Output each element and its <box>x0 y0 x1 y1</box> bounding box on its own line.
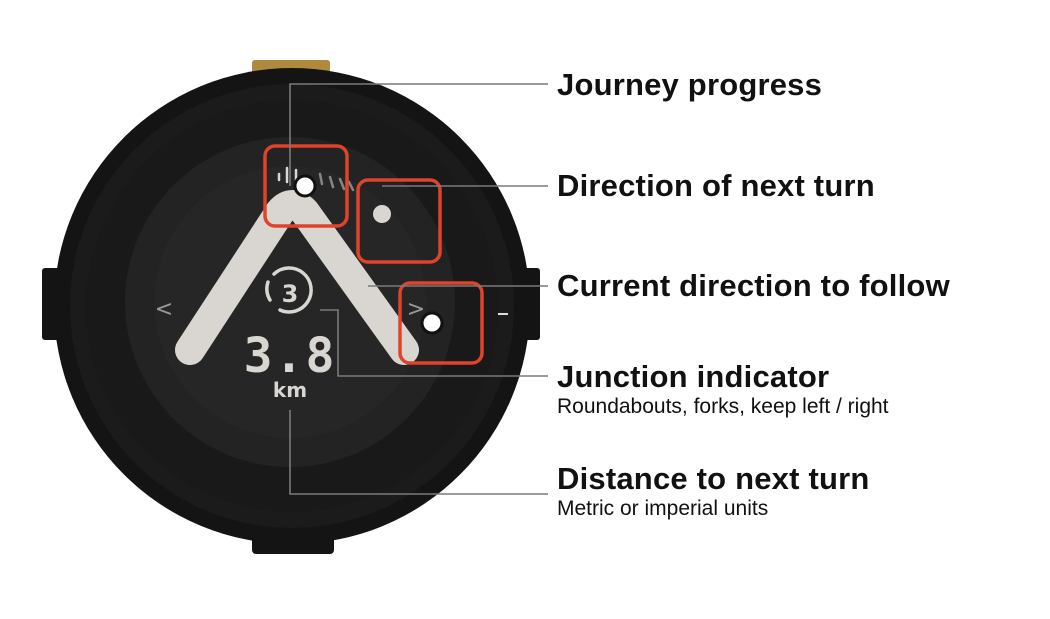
callout-next-turn: Direction of next turn <box>557 169 875 203</box>
callout-title: Direction of next turn <box>557 168 875 203</box>
right-chevron: > <box>407 297 425 322</box>
leader-journey-progress <box>289 83 548 186</box>
marker-next-turn <box>373 205 391 223</box>
callout-subtitle: Roundabouts, forks, keep left / right <box>557 395 889 418</box>
marker-journey-progress <box>293 174 317 198</box>
highlight-journey-progress <box>263 144 349 228</box>
leader-junction <box>320 309 548 377</box>
callout-current-direction: Current direction to follow <box>557 269 950 303</box>
direction-arrow <box>175 190 419 365</box>
journey-progress-ticks <box>277 166 355 192</box>
callout-subtitle: Metric or imperial units <box>557 497 769 520</box>
leader-distance <box>289 410 548 495</box>
highlight-next-turn <box>356 178 442 264</box>
distance-value: 3.8 <box>244 328 337 384</box>
callout-distance: Distance to next turn Metric or imperial… <box>557 462 870 522</box>
roundabout-icon <box>265 266 313 314</box>
leader-lines <box>289 83 548 495</box>
callout-title: Distance to next turn <box>557 461 870 496</box>
marker-current-direction <box>420 311 444 335</box>
highlight-current-direction <box>398 281 484 365</box>
callout-junction-indicator: Junction indicator Roundabouts, forks, k… <box>557 360 889 420</box>
callout-title: Junction indicator <box>557 359 830 394</box>
callout-title: Current direction to follow <box>557 268 950 303</box>
distance-unit: km <box>273 378 307 402</box>
roundabout-exit-number: 3 <box>282 280 299 308</box>
callout-title: Journey progress <box>557 67 823 102</box>
callout-journey-progress: Journey progress <box>557 68 822 102</box>
left-chevron: < <box>155 297 173 322</box>
